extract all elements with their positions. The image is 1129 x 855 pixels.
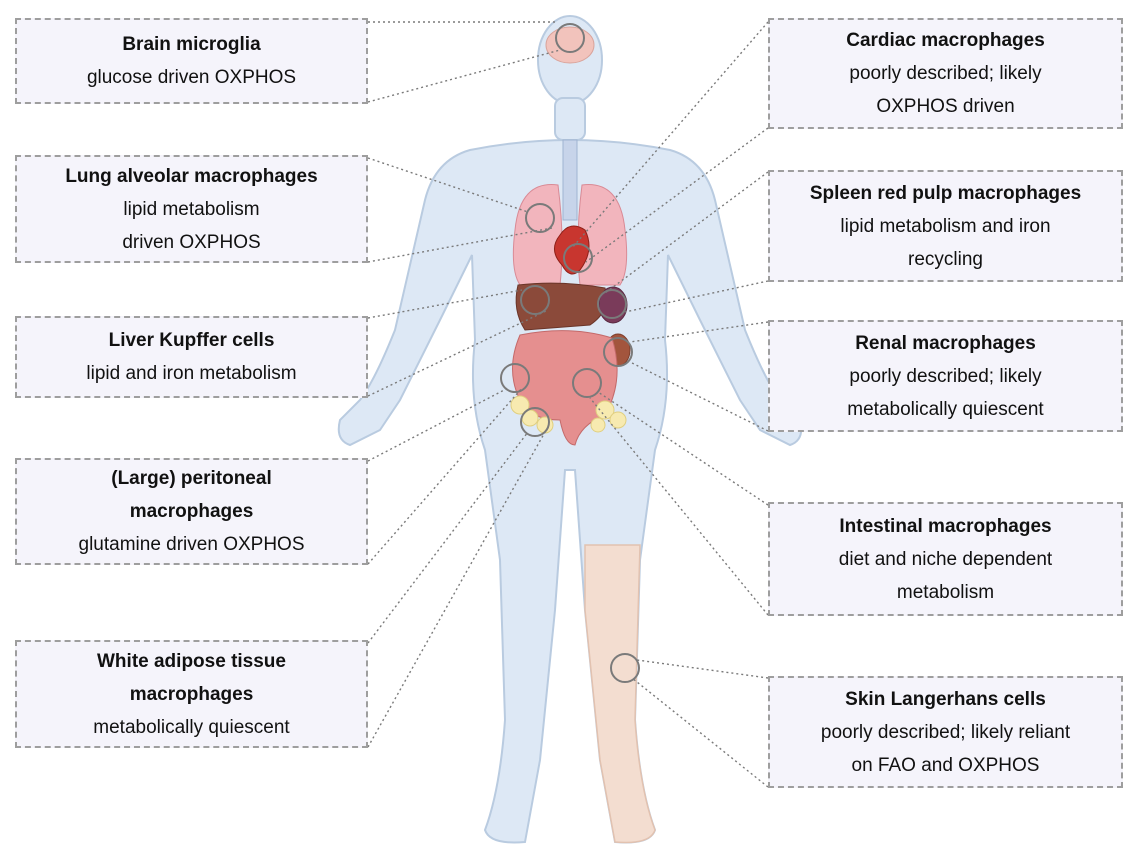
label-intestinal-title: Intestinal macrophages: [839, 510, 1051, 543]
label-renal: Renal macrophages poorly described; like…: [768, 320, 1123, 432]
label-skin: Skin Langerhans cells poorly described; …: [768, 676, 1123, 788]
label-brain-description: glucose driven OXPHOS: [87, 61, 296, 94]
label-skin-description: poorly described; likely reliant on FAO …: [821, 716, 1070, 782]
connector-skin-0: [637, 660, 768, 678]
label-spleen: Spleen red pulp macrophages lipid metabo…: [768, 170, 1123, 282]
label-peritoneal: (Large) peritoneal macrophages glutamine…: [15, 458, 368, 565]
label-liver: Liver Kupffer cells lipid and iron metab…: [15, 316, 368, 398]
label-brain-title: Brain microglia: [122, 28, 260, 61]
label-peritoneal-title: (Large) peritoneal macrophages: [111, 462, 271, 528]
skin-leg: [585, 545, 655, 843]
label-cardiac: Cardiac macrophages poorly described; li…: [768, 18, 1123, 129]
label-lung-title: Lung alveolar macrophages: [65, 160, 317, 193]
label-renal-description: poorly described; likely metabolically q…: [847, 360, 1043, 426]
brain-organ: [546, 27, 594, 63]
label-adipose: White adipose tissue macrophages metabol…: [15, 640, 368, 748]
label-liver-description: lipid and iron metabolism: [86, 357, 296, 390]
label-adipose-title: White adipose tissue macrophages: [97, 645, 286, 711]
label-cardiac-description: poorly described; likely OXPHOS driven: [849, 57, 1041, 123]
label-spleen-title: Spleen red pulp macrophages: [810, 177, 1081, 210]
label-adipose-description: metabolically quiescent: [93, 711, 289, 744]
connector-skin-1: [632, 678, 768, 787]
label-brain: Brain microglia glucose driven OXPHOS: [15, 18, 368, 104]
label-renal-title: Renal macrophages: [855, 327, 1036, 360]
label-lung: Lung alveolar macrophages lipid metaboli…: [15, 155, 368, 263]
label-cardiac-title: Cardiac macrophages: [846, 24, 1045, 57]
label-peritoneal-description: glutamine driven OXPHOS: [79, 528, 305, 561]
label-skin-title: Skin Langerhans cells: [845, 683, 1046, 716]
label-lung-description: lipid metabolism driven OXPHOS: [122, 193, 260, 259]
label-spleen-description: lipid metabolism and iron recycling: [840, 210, 1050, 276]
trachea: [563, 140, 577, 220]
label-intestinal: Intestinal macrophages diet and niche de…: [768, 502, 1123, 616]
label-intestinal-description: diet and niche dependent metabolism: [839, 543, 1052, 609]
liver-organ: [516, 283, 607, 330]
connector-brain-1: [368, 50, 560, 102]
label-liver-title: Liver Kupffer cells: [109, 324, 275, 357]
